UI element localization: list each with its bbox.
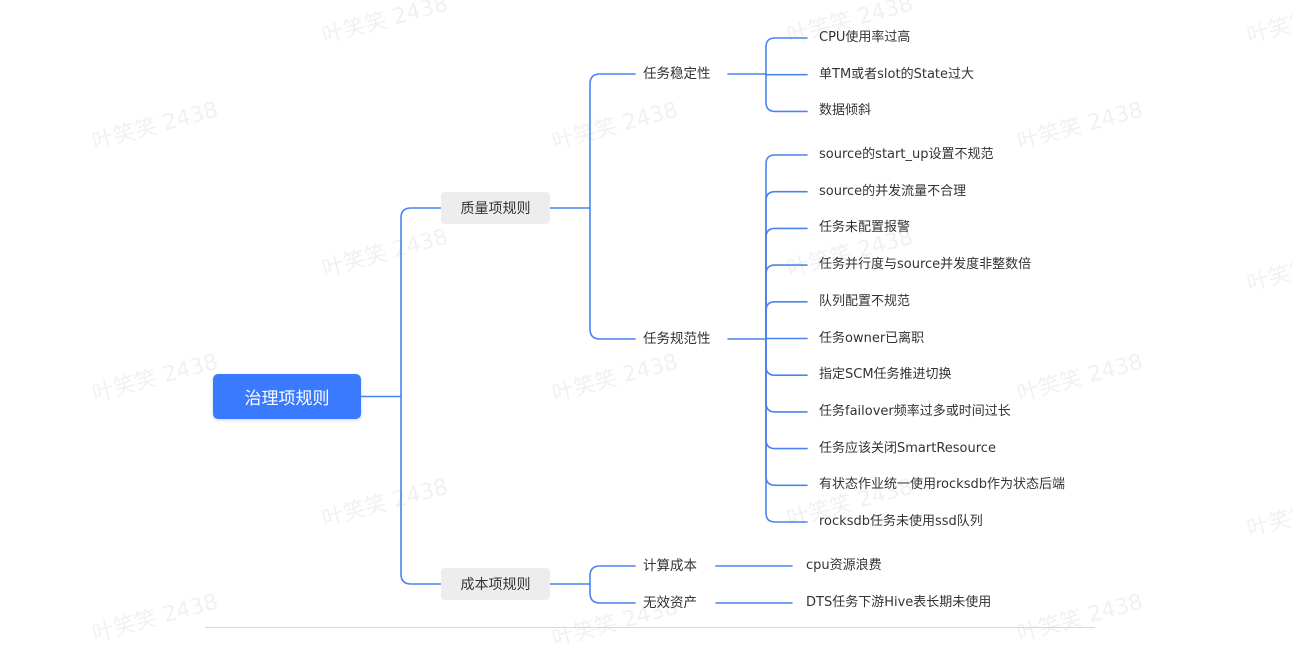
topic-node-1-2-label: 任务规范性 [643,331,711,347]
rule-connector-1-1-2 [765,73,808,76]
topic-connector-2-1 [589,565,636,585]
rule-connector-1-2-1 [765,154,808,340]
rule-item-2-2-1-label: DTS任务下游Hive表长期未使用 [806,595,992,610]
rule-item-1-1-2-label: 单TM或者slot的State过大 [819,66,975,82]
rule-item-1-2-3-label: 任务未配置报警 [819,220,911,236]
rule-item-1-1-2[interactable]: 单TM或者slot的State过大 [819,66,974,84]
rule-item-1-2-8[interactable]: 任务failover频率过多或时间过长 [819,403,1011,421]
rule-item-1-2-10[interactable]: 有状态作业统一使用rocksdb作为状态后端 [819,476,1065,494]
rule-item-1-1-1[interactable]: CPU使用率过高 [819,29,910,47]
rule-item-1-2-8-label: 任务failover频率过多或时间过长 [819,403,1011,419]
rule-item-1-2-6-label: 任务owner已离职 [819,330,925,346]
rule-item-1-2-10-label: 有状态作业统一使用rocksdb作为状态后端 [819,477,1065,493]
rule-item-1-2-9[interactable]: 任务应该关闭SmartResource [819,440,996,458]
rule-connector-1-1-1 [765,37,808,75]
rule-item-1-2-5[interactable]: 队列配置不规范 [819,293,910,311]
rule-connector-1-2-7 [765,338,808,376]
rule-item-2-1-1-label: cpu资源浪费 [806,558,882,573]
rule-connector-1-2-3 [765,227,808,340]
rule-connector-1-2-6 [765,337,808,340]
rule-item-1-2-7-label: 指定SCM任务推进切换 [819,367,952,383]
rule-item-2-2-1[interactable]: DTS任务下游Hive表长期未使用 [806,594,991,612]
connector-lines [360,37,808,604]
topic-node-1-2[interactable]: 任务规范性 [643,330,711,348]
rule-item-1-2-11[interactable]: rocksdb任务未使用ssd队列 [819,513,983,531]
topic-node-2-1[interactable]: 计算成本 [643,557,697,575]
topic-connector-1-1 [589,73,636,209]
root-node-label: 治理项规则 [244,389,330,409]
topic-node-2-2-label: 无效资产 [643,595,697,611]
branch-node-2-label: 成本项规则 [460,577,531,593]
branch-node-1-label: 质量项规则 [460,201,531,217]
rule-item-1-2-4-label: 任务并行度与source并发度非整数倍 [819,257,1032,273]
branch-connector-2 [400,395,442,585]
branch-connector-1 [400,207,442,398]
rule-item-1-1-1-label: CPU使用率过高 [819,30,911,45]
topic-node-1-1[interactable]: 任务稳定性 [643,65,711,83]
rule-item-1-1-3[interactable]: 数据倾斜 [819,102,871,120]
rule-item-1-2-5-label: 队列配置不规范 [819,293,911,309]
rule-item-1-2-4[interactable]: 任务并行度与source并发度非整数倍 [819,256,1031,274]
topic-node-2-1-label: 计算成本 [643,558,697,574]
topic-node-2-2[interactable]: 无效资产 [643,594,697,612]
rule-item-1-1-3-label: 数据倾斜 [819,103,872,119]
rule-connector-1-1-3 [765,73,808,113]
branch-node-1[interactable]: 质量项规则 [441,192,550,224]
root-node[interactable]: 治理项规则 [213,374,361,419]
rule-connector-1-2-11 [765,338,808,523]
rule-item-1-2-2-label: source的并发流量不合理 [819,183,967,199]
rule-item-2-1-1[interactable]: cpu资源浪费 [806,557,882,575]
rule-connector-1-2-4 [765,264,808,340]
rule-item-1-2-1-label: source的start_up设置不规范 [819,147,994,162]
rule-connector-1-2-5 [765,301,808,340]
rule-connector-1-2-2 [765,190,808,340]
rule-item-1-2-1[interactable]: source的start_up设置不规范 [819,146,993,164]
rule-item-1-2-2[interactable]: source的并发流量不合理 [819,183,966,201]
rule-connector-1-2-9 [765,338,808,450]
rule-item-1-2-6[interactable]: 任务owner已离职 [819,330,924,348]
rule-item-1-2-7[interactable]: 指定SCM任务推进切换 [819,366,952,384]
rule-item-1-2-3[interactable]: 任务未配置报警 [819,219,910,237]
bottom-divider [205,627,1095,628]
branch-node-2[interactable]: 成本项规则 [441,568,550,600]
topic-node-1-1-label: 任务稳定性 [643,66,711,82]
rule-item-1-2-11-label: rocksdb任务未使用ssd队列 [819,514,983,529]
rule-item-1-2-9-label: 任务应该关闭SmartResource [819,440,996,456]
topic-connector-2-2 [589,583,636,604]
topic-connector-1-2 [589,207,636,340]
